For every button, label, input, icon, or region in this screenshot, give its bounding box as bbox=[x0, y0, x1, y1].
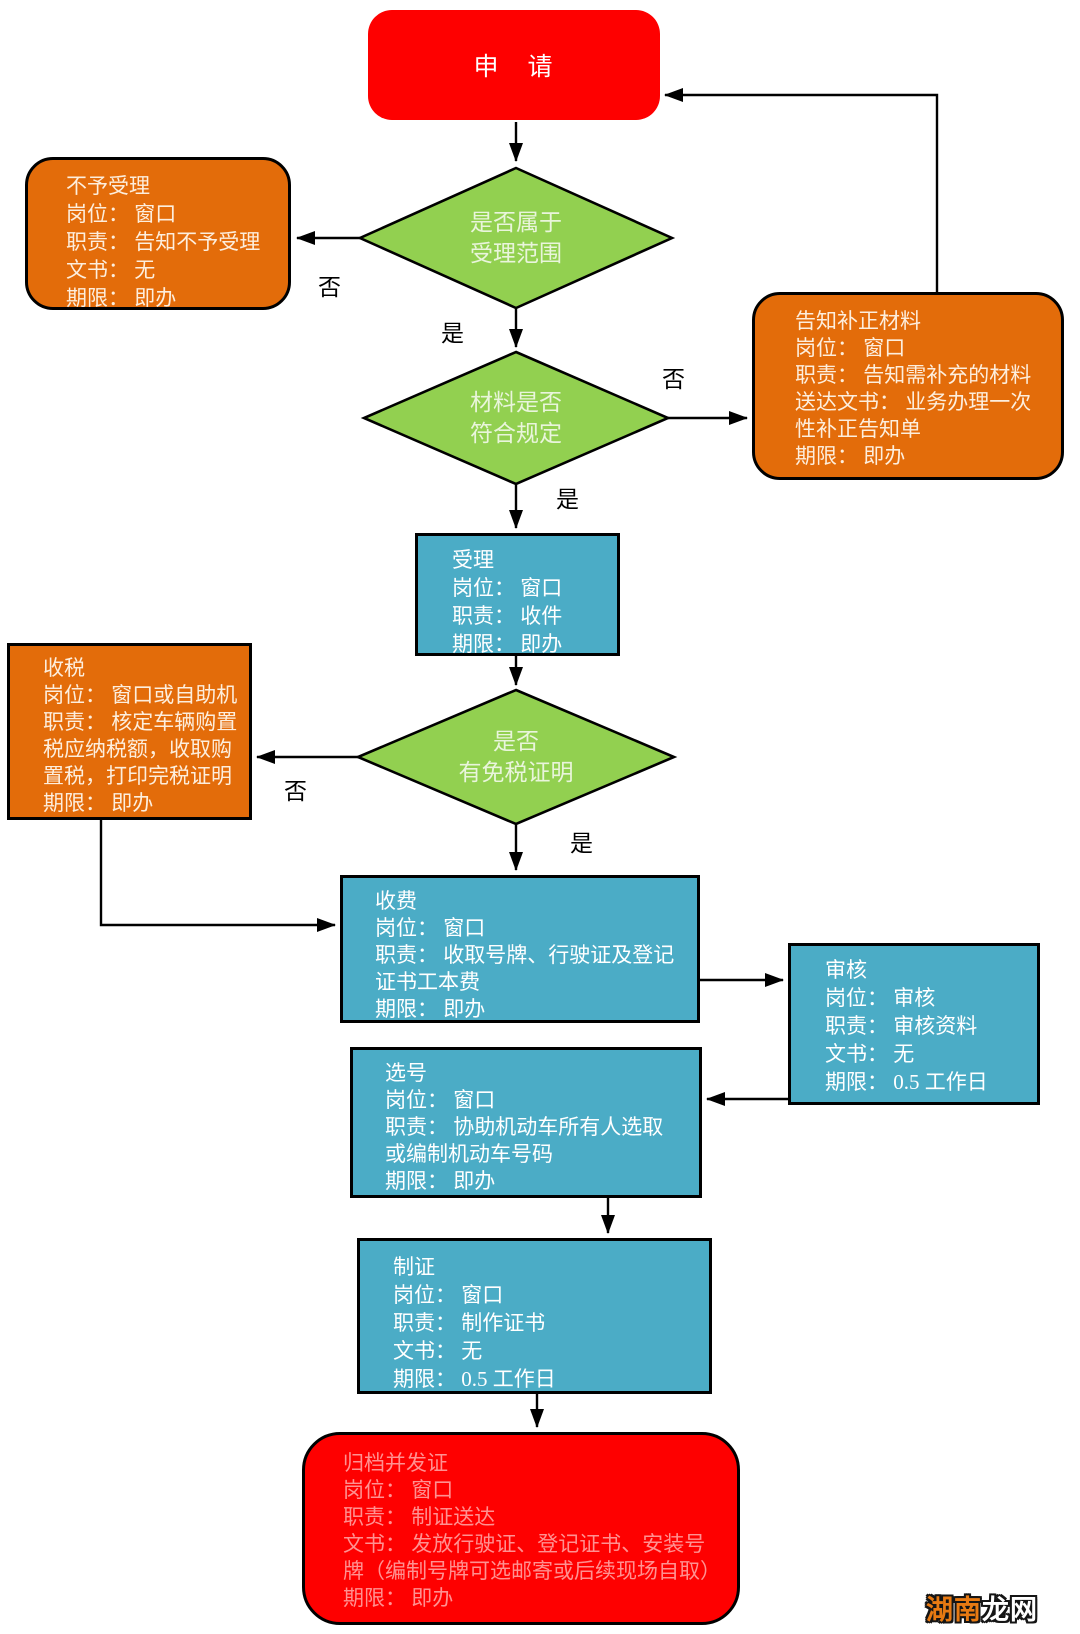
text-line: 送达文书： 业务办理一次 bbox=[795, 390, 1032, 414]
text-line: 牌（编制号牌可选邮寄或后续现场自取） bbox=[343, 1559, 721, 1583]
text-line: 职责： 收取号牌、行驶证及登记 bbox=[375, 943, 675, 967]
decision-material-line1: 材料是否 bbox=[470, 390, 562, 415]
branch-yes-scope: 是 bbox=[441, 321, 464, 346]
text-line: 性补正告知单 bbox=[795, 417, 921, 441]
text-line: 审核 bbox=[825, 958, 867, 982]
text-line: 期限： 即办 bbox=[66, 286, 177, 310]
text-line: 收费 bbox=[375, 889, 417, 913]
node-accept: 受理岗位： 窗口职责： 收件期限： 即办 bbox=[415, 533, 620, 656]
node-archive-issue: 归档并发证岗位： 窗口职责： 制证送达文书： 发放行驶证、登记证书、安装号牌（编… bbox=[302, 1432, 740, 1625]
branch-no-tax: 否 bbox=[284, 779, 307, 804]
arrow-notify-back-to-apply bbox=[664, 88, 939, 292]
text-line: 岗位： 窗口 bbox=[385, 1088, 496, 1112]
text-line: 期限： 即办 bbox=[43, 791, 154, 815]
branch-yes-material: 是 bbox=[556, 487, 579, 512]
watermark-part1: 湖南 bbox=[926, 1595, 982, 1625]
text-line: 期限： 即办 bbox=[795, 444, 906, 468]
decision-scope-shape bbox=[356, 166, 676, 310]
text-line: 期限： 即办 bbox=[452, 632, 563, 656]
text-line: 职责： 核定车辆购置 bbox=[43, 710, 238, 734]
text-line: 职责： 告知需补充的材料 bbox=[795, 363, 1032, 387]
text-line: 文书： 发放行驶证、登记证书、安装号 bbox=[343, 1532, 706, 1556]
decision-scope-label: 是否属于 受理范围 bbox=[366, 170, 666, 306]
text-line: 文书： 无 bbox=[825, 1042, 915, 1066]
text-line: 期限： 0.5 工作日 bbox=[825, 1070, 988, 1094]
node-apply: 申 请 bbox=[368, 10, 660, 120]
branch-no-material: 否 bbox=[662, 367, 685, 392]
text-line: 岗位： 窗口或自助机 bbox=[43, 683, 238, 707]
text-line: 受理 bbox=[452, 548, 494, 572]
text-line: 选号 bbox=[385, 1061, 427, 1085]
text-line: 岗位： 窗口 bbox=[343, 1478, 454, 1502]
decision-material-label: 材料是否 符合规定 bbox=[370, 354, 662, 482]
decision-tax-shape bbox=[354, 688, 678, 826]
text-line: 期限： 0.5 工作日 bbox=[393, 1367, 556, 1391]
text-line: 税应纳税额，收取购 bbox=[43, 737, 232, 761]
text-line: 职责： 审核资料 bbox=[825, 1014, 978, 1038]
decision-tax-line1: 是否 bbox=[493, 729, 539, 754]
node-select-number: 选号岗位： 窗口职责： 协助机动车所有人选取或编制机动车号码期限： 即办 bbox=[350, 1047, 702, 1198]
text-line: 岗位： 窗口 bbox=[795, 336, 906, 360]
text-line: 或编制机动车号码 bbox=[385, 1142, 553, 1166]
node-apply-title: 申 请 bbox=[473, 54, 555, 81]
decision-tax-label: 是否 有免税证明 bbox=[364, 692, 668, 822]
text-line: 职责： 收件 bbox=[452, 604, 563, 628]
text-line: 期限： 即办 bbox=[385, 1169, 496, 1193]
node-make-certificate: 制证岗位： 窗口职责： 制作证书文书： 无期限： 0.5 工作日 bbox=[357, 1238, 712, 1394]
decision-scope-line2: 受理范围 bbox=[470, 241, 562, 266]
node-collect-fee: 收费岗位： 窗口职责： 收取号牌、行驶证及登记证书工本费期限： 即办 bbox=[340, 875, 700, 1023]
text-line: 期限： 即办 bbox=[343, 1586, 454, 1610]
watermark-part2: 龙网 bbox=[982, 1595, 1038, 1625]
text-line: 职责： 制证送达 bbox=[343, 1505, 496, 1529]
text-line: 岗位： 窗口 bbox=[66, 202, 177, 226]
text-line: 职责： 告知不予受理 bbox=[66, 230, 261, 254]
decision-scope-line1: 是否属于 bbox=[470, 210, 562, 235]
text-line: 不予受理 bbox=[66, 174, 150, 198]
arrow-tax-to-fee bbox=[99, 820, 336, 932]
text-line: 归档并发证 bbox=[343, 1451, 448, 1475]
node-collect-tax: 收税岗位： 窗口或自助机职责： 核定车辆购置税应纳税额，收取购置税，打印完税证明… bbox=[7, 643, 252, 820]
watermark: 湖南龙网 bbox=[926, 1588, 1038, 1627]
text-line: 岗位： 窗口 bbox=[375, 916, 486, 940]
decision-material-line2: 符合规定 bbox=[470, 421, 562, 446]
branch-no-scope: 否 bbox=[318, 275, 341, 300]
decision-material-shape bbox=[360, 350, 672, 486]
node-review: 审核岗位： 审核职责： 审核资料文书： 无期限： 0.5 工作日 bbox=[788, 943, 1040, 1105]
text-line: 岗位： 窗口 bbox=[393, 1283, 504, 1307]
text-line: 文书： 无 bbox=[393, 1339, 483, 1363]
text-line: 置税，打印完税证明 bbox=[43, 764, 232, 788]
decision-tax-line2: 有免税证明 bbox=[458, 760, 574, 785]
node-reject: 不予受理岗位： 窗口职责： 告知不予受理文书： 无期限： 即办 bbox=[25, 157, 291, 310]
branch-yes-tax: 是 bbox=[570, 831, 593, 856]
text-line: 职责： 协助机动车所有人选取 bbox=[385, 1115, 664, 1139]
node-notify-supplement: 告知补正材料岗位： 窗口职责： 告知需补充的材料送达文书： 业务办理一次性补正告… bbox=[752, 292, 1064, 480]
text-line: 岗位： 窗口 bbox=[452, 576, 563, 600]
text-line: 岗位： 审核 bbox=[825, 986, 936, 1010]
text-line: 文书： 无 bbox=[66, 258, 156, 282]
text-line: 收税 bbox=[43, 656, 85, 680]
text-line: 制证 bbox=[393, 1255, 435, 1279]
text-line: 证书工本费 bbox=[375, 970, 480, 994]
text-line: 告知补正材料 bbox=[795, 309, 921, 333]
text-line: 期限： 即办 bbox=[375, 997, 486, 1021]
text-line: 职责： 制作证书 bbox=[393, 1311, 546, 1335]
